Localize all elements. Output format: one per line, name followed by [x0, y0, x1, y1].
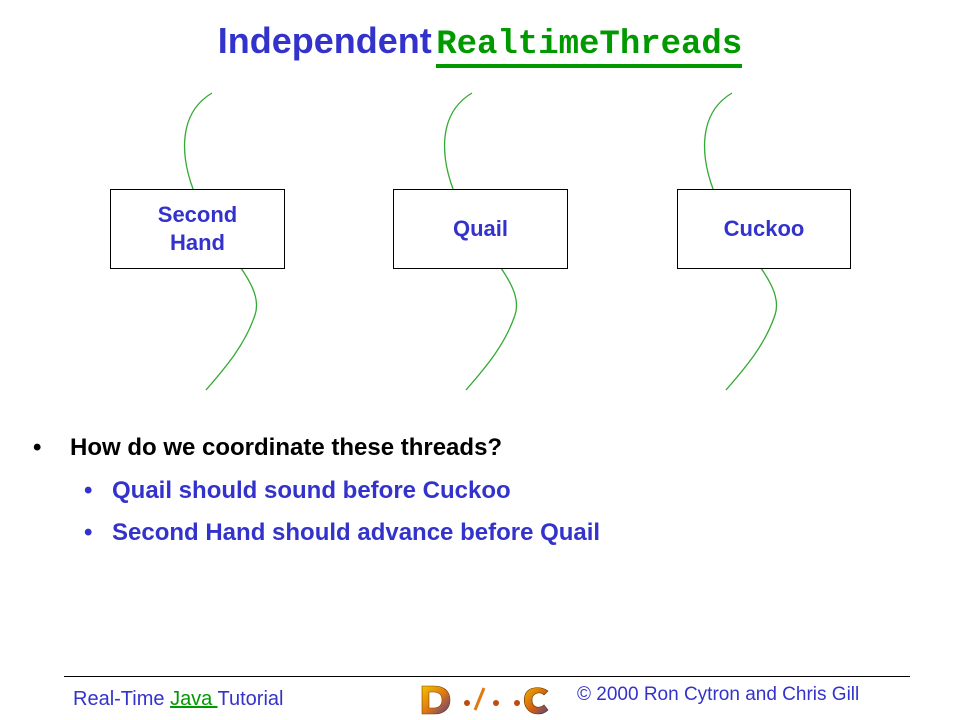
doc-group-logo-icon: [421, 685, 549, 715]
thread-box-quail: Quail: [393, 189, 568, 269]
footer-course-title: Real-Time Java Tutorial: [73, 688, 283, 711]
title-code: RealtimeThreads: [436, 26, 743, 68]
thread-label-quail: Quail: [452, 216, 508, 241]
footer-copyright: © 2000 Ron Cytron and Chris Gill: [577, 684, 860, 705]
bullet-dot: •: [84, 477, 93, 504]
bullet-dot: •: [84, 519, 93, 546]
bullet-sub-1-text: Quail should sound before Cuckoo: [112, 477, 511, 504]
thread-label-second-hand: Second Hand: [157, 202, 238, 255]
title-text: Independent: [217, 20, 432, 61]
footer-divider: [64, 676, 910, 677]
page-title: Independent RealtimeThreads: [0, 20, 960, 68]
thread-box-second-hand: Second Hand: [110, 189, 285, 269]
footer-left-after: Tutorial: [217, 688, 284, 710]
bullet-main-text: How do we coordinate these threads?: [70, 434, 503, 461]
bullet-sub-2-text: Second Hand should advance before Quail: [112, 519, 601, 546]
thread-label-cuckoo: Cuckoo: [723, 216, 805, 241]
java-link[interactable]: Java: [170, 688, 218, 710]
footer-left-before: Real-Time: [73, 688, 171, 710]
thread-box-cuckoo: Cuckoo: [677, 189, 851, 269]
bullet-dot: •: [33, 434, 42, 461]
